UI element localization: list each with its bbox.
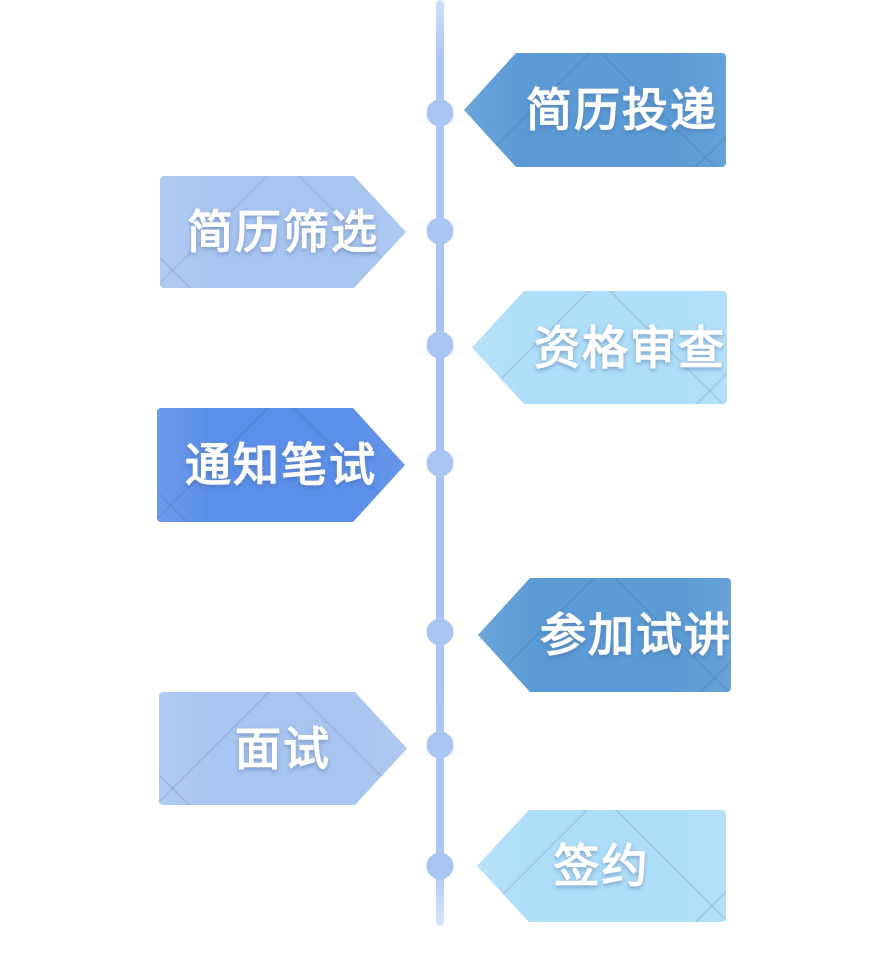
chevron-sheen-3 (472, 291, 727, 404)
chevron-shape-5 (478, 578, 731, 692)
process-step-label-1: 简历投递 (526, 84, 718, 136)
chevron-shape-2 (160, 176, 406, 288)
chevron-fill-2 (160, 176, 406, 288)
diamond-hatch-texture-2 (160, 176, 406, 288)
diamond-hatch-texture-6 (159, 692, 407, 805)
timeline-dot-1 (426, 99, 454, 127)
chevron-shape-4 (157, 408, 405, 522)
diamond-hatch-texture-4 (157, 408, 405, 522)
chevron-fill-5 (478, 578, 731, 692)
diamond-hatch-texture-7 (477, 810, 726, 922)
process-step-label-5: 参加试讲 (540, 609, 732, 661)
chevron-shape-6 (159, 692, 407, 805)
process-step-3[interactable]: 资格审查 (472, 291, 727, 404)
chevron-fill-7 (477, 810, 726, 922)
chevron-sheen-7 (477, 810, 726, 922)
diamond-hatch-texture-3 (472, 291, 727, 404)
process-step-2[interactable]: 简历筛选 (160, 176, 406, 288)
chevron-shape-7 (477, 810, 726, 922)
process-step-1[interactable]: 简历投递 (464, 53, 726, 167)
timeline-dot-7 (426, 852, 454, 880)
chevron-sheen-6 (159, 692, 407, 805)
chevron-fill-3 (472, 291, 727, 404)
chevron-sheen-2 (160, 176, 406, 288)
chevron-sheen-1 (464, 53, 726, 167)
chevron-sheen-4 (157, 408, 405, 522)
process-step-label-6: 面试 (235, 722, 331, 775)
diamond-hatch-texture-5 (478, 578, 731, 692)
chevron-fill-1 (464, 53, 726, 167)
diamond-hatch-texture-1 (464, 53, 726, 167)
timeline-dot-6 (426, 731, 454, 759)
timeline-dot-2 (426, 217, 454, 245)
process-step-7[interactable]: 签约 (477, 810, 726, 922)
process-step-6[interactable]: 面试 (159, 692, 407, 805)
process-step-label-2: 简历筛选 (187, 206, 379, 258)
process-step-4[interactable]: 通知笔试 (157, 408, 405, 522)
timeline-dot-3 (426, 331, 454, 359)
timeline-dot-4 (426, 449, 454, 477)
process-step-5[interactable]: 参加试讲 (478, 578, 731, 692)
process-step-label-4: 通知笔试 (185, 439, 377, 491)
chevron-fill-6 (159, 692, 407, 805)
process-step-label-3: 资格审查 (534, 321, 726, 374)
chevron-shape-1 (464, 53, 726, 167)
chevron-sheen-5 (478, 578, 731, 692)
process-step-label-7: 签约 (553, 840, 650, 892)
timeline-dot-5 (426, 618, 454, 646)
chevron-shape-3 (472, 291, 727, 404)
chevron-fill-4 (157, 408, 405, 522)
